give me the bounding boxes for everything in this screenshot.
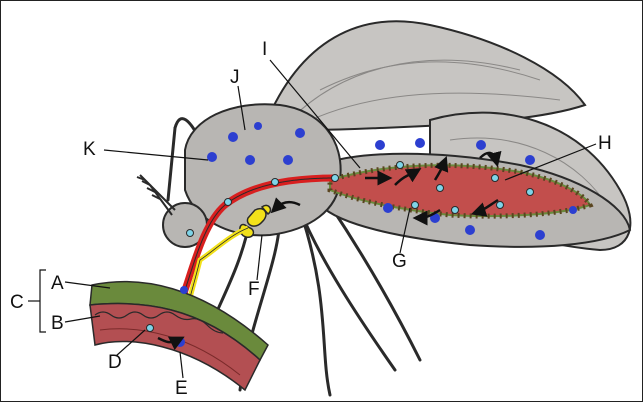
label-f: F xyxy=(248,280,260,299)
label-e: E xyxy=(175,379,188,398)
label-c: C xyxy=(10,293,24,312)
label-b: B xyxy=(51,314,64,333)
label-j: J xyxy=(230,68,240,87)
label-g: G xyxy=(392,252,407,271)
wing-upper xyxy=(265,21,585,130)
label-i: I xyxy=(262,40,267,59)
skin-section xyxy=(90,282,268,390)
label-h: H xyxy=(598,134,612,153)
label-k: K xyxy=(83,140,96,159)
label-d: D xyxy=(108,353,122,372)
label-a: A xyxy=(51,274,64,293)
